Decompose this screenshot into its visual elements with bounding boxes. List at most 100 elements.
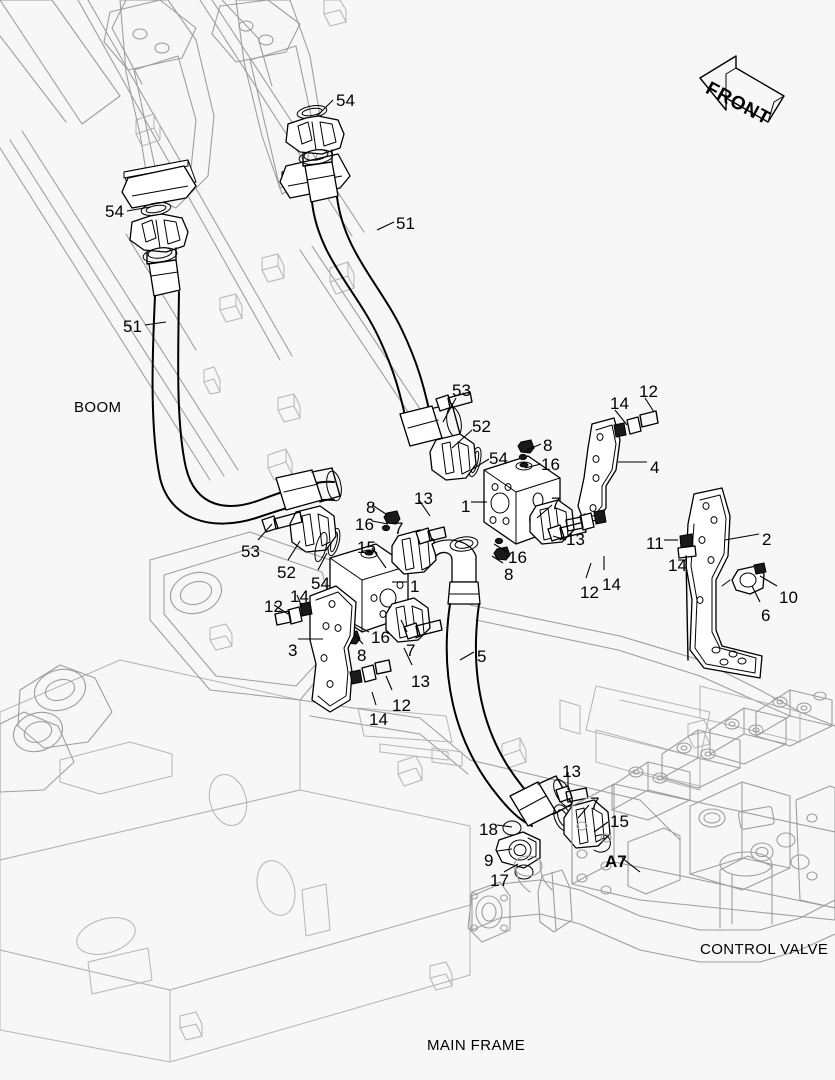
bracket-2 [677,487,767,679]
leader-lines [126,99,778,873]
callout-c-14-b: 14 [668,556,687,575]
leader-l-13-a [418,499,431,517]
leader-l-2 [724,533,760,541]
leader-l-52-a [451,429,473,449]
callout-c-12-b: 12 [580,583,599,602]
leader-l-53-a [442,397,457,423]
callout-c-13-a: 13 [414,489,433,508]
callout-c-14-c: 14 [602,575,621,594]
leader-l-16-c [493,543,508,553]
callout-c-53-b: 53 [241,542,260,561]
callout-c-8-d: 8 [357,646,367,665]
control-valve-assembly [571,689,835,921]
callout-c-7-a: 7 [551,494,561,513]
leader-l-8-d [353,633,364,645]
callout-c-7-c: 7 [406,641,416,660]
callout-c-12-c: 12 [264,597,283,616]
leader-l-8-a [526,443,542,451]
callout-c-51-a: 51 [396,214,415,233]
callout-c-9: 9 [484,851,494,870]
leader-l-15-a [371,547,387,569]
leader-l-12-c [273,604,289,615]
callout-c-54-c: 54 [489,449,508,468]
group-label-main-frame: MAIN FRAME [427,1037,526,1054]
leader-l-13-c [403,647,413,666]
leader-l-6 [751,585,761,603]
leader-l-14-a [614,409,628,426]
leader-l-14-e [371,691,377,706]
callout-c-51-b: 51 [123,317,142,336]
callout-c-7-b: 7 [394,519,404,538]
callout-c-1-a: 1 [461,497,471,516]
callout-c-12-a: 12 [639,382,658,401]
callout-c-52-b: 52 [277,563,296,582]
callout-c-52-a: 52 [472,417,491,436]
callout-c-10: 10 [779,588,798,607]
leader-l-54-d [317,552,328,571]
group-label-boom: BOOM [74,399,122,416]
leader-l-15-b [593,821,609,833]
leader-l-8-b [371,504,387,515]
leader-l-54-b [126,206,151,212]
callout-c-7-d: 7 [590,794,600,813]
leader-l-12-b [585,562,592,579]
callout-c-2: 2 [762,530,772,549]
callout-c-18: 18 [479,820,498,839]
callout-c-16-d: 16 [371,628,390,647]
callout-c-13-c: 13 [411,672,430,691]
hose-51-left [121,165,342,557]
callout-c-5: 5 [477,647,487,666]
leader-l-51-a [376,221,395,231]
callout-c-8-b: 8 [366,498,376,517]
callout-c-1-b: 1 [410,577,420,596]
callout-c-12-d: 12 [392,696,411,715]
leader-l-14-d [296,594,303,608]
bracket-4 [565,410,659,532]
leader-l-51-b [144,321,167,326]
callout-c-15-a: 15 [357,538,376,557]
callout-c-13-d: 13 [562,762,581,781]
leader-l-9 [496,848,513,852]
callout-c-16-c: 16 [508,548,527,567]
callout-c-6: 6 [761,606,771,625]
group-label-control-valve: CONTROL VALVE [700,941,829,958]
leader-l-13-b [552,535,567,541]
callout-c-54-a: 54 [336,91,355,110]
leader-l-12-a [644,397,655,413]
leader-l-8-c [491,555,504,564]
leader-l-7-c [400,619,408,633]
leader-l-16-b [371,520,389,525]
leader-l-18 [496,824,513,828]
callout-c-54-b: 54 [105,202,124,221]
leader-l-52-b [287,540,301,561]
callout-c-15-b: 15 [610,812,629,831]
callout-c-a7: A7 [605,852,627,871]
leader-l-16-d [353,623,370,633]
callout-c-13-b: 13 [566,530,585,549]
callout-c-17: 17 [490,871,509,890]
callout-c-54-d: 54 [311,574,330,593]
leader-l-5 [459,651,475,661]
callout-c-8-a: 8 [543,436,553,455]
callout-c-14-d: 14 [290,587,309,606]
leader-l-17 [503,863,519,873]
callout-c-16-b: 16 [355,515,374,534]
callout-c-53-a: 53 [452,381,471,400]
hose-5 [431,536,611,853]
adapter-9-assembly [495,820,541,880]
leader-l-7-a [536,504,553,519]
front-arrow [699,55,785,123]
leader-l-7-d [577,804,590,819]
callout-c-3: 3 [288,641,298,660]
leader-l-16-a [524,463,542,469]
leader-l-10 [759,575,778,587]
leader-l-a7 [621,857,641,873]
callout-c-14-a: 14 [610,394,629,413]
suction-pipe-ghost [467,851,835,963]
leader-l-54-a [315,99,334,118]
callout-c-14-e: 14 [369,710,388,729]
callout-c-8-c: 8 [504,565,514,584]
leader-l-12-d [385,675,393,691]
